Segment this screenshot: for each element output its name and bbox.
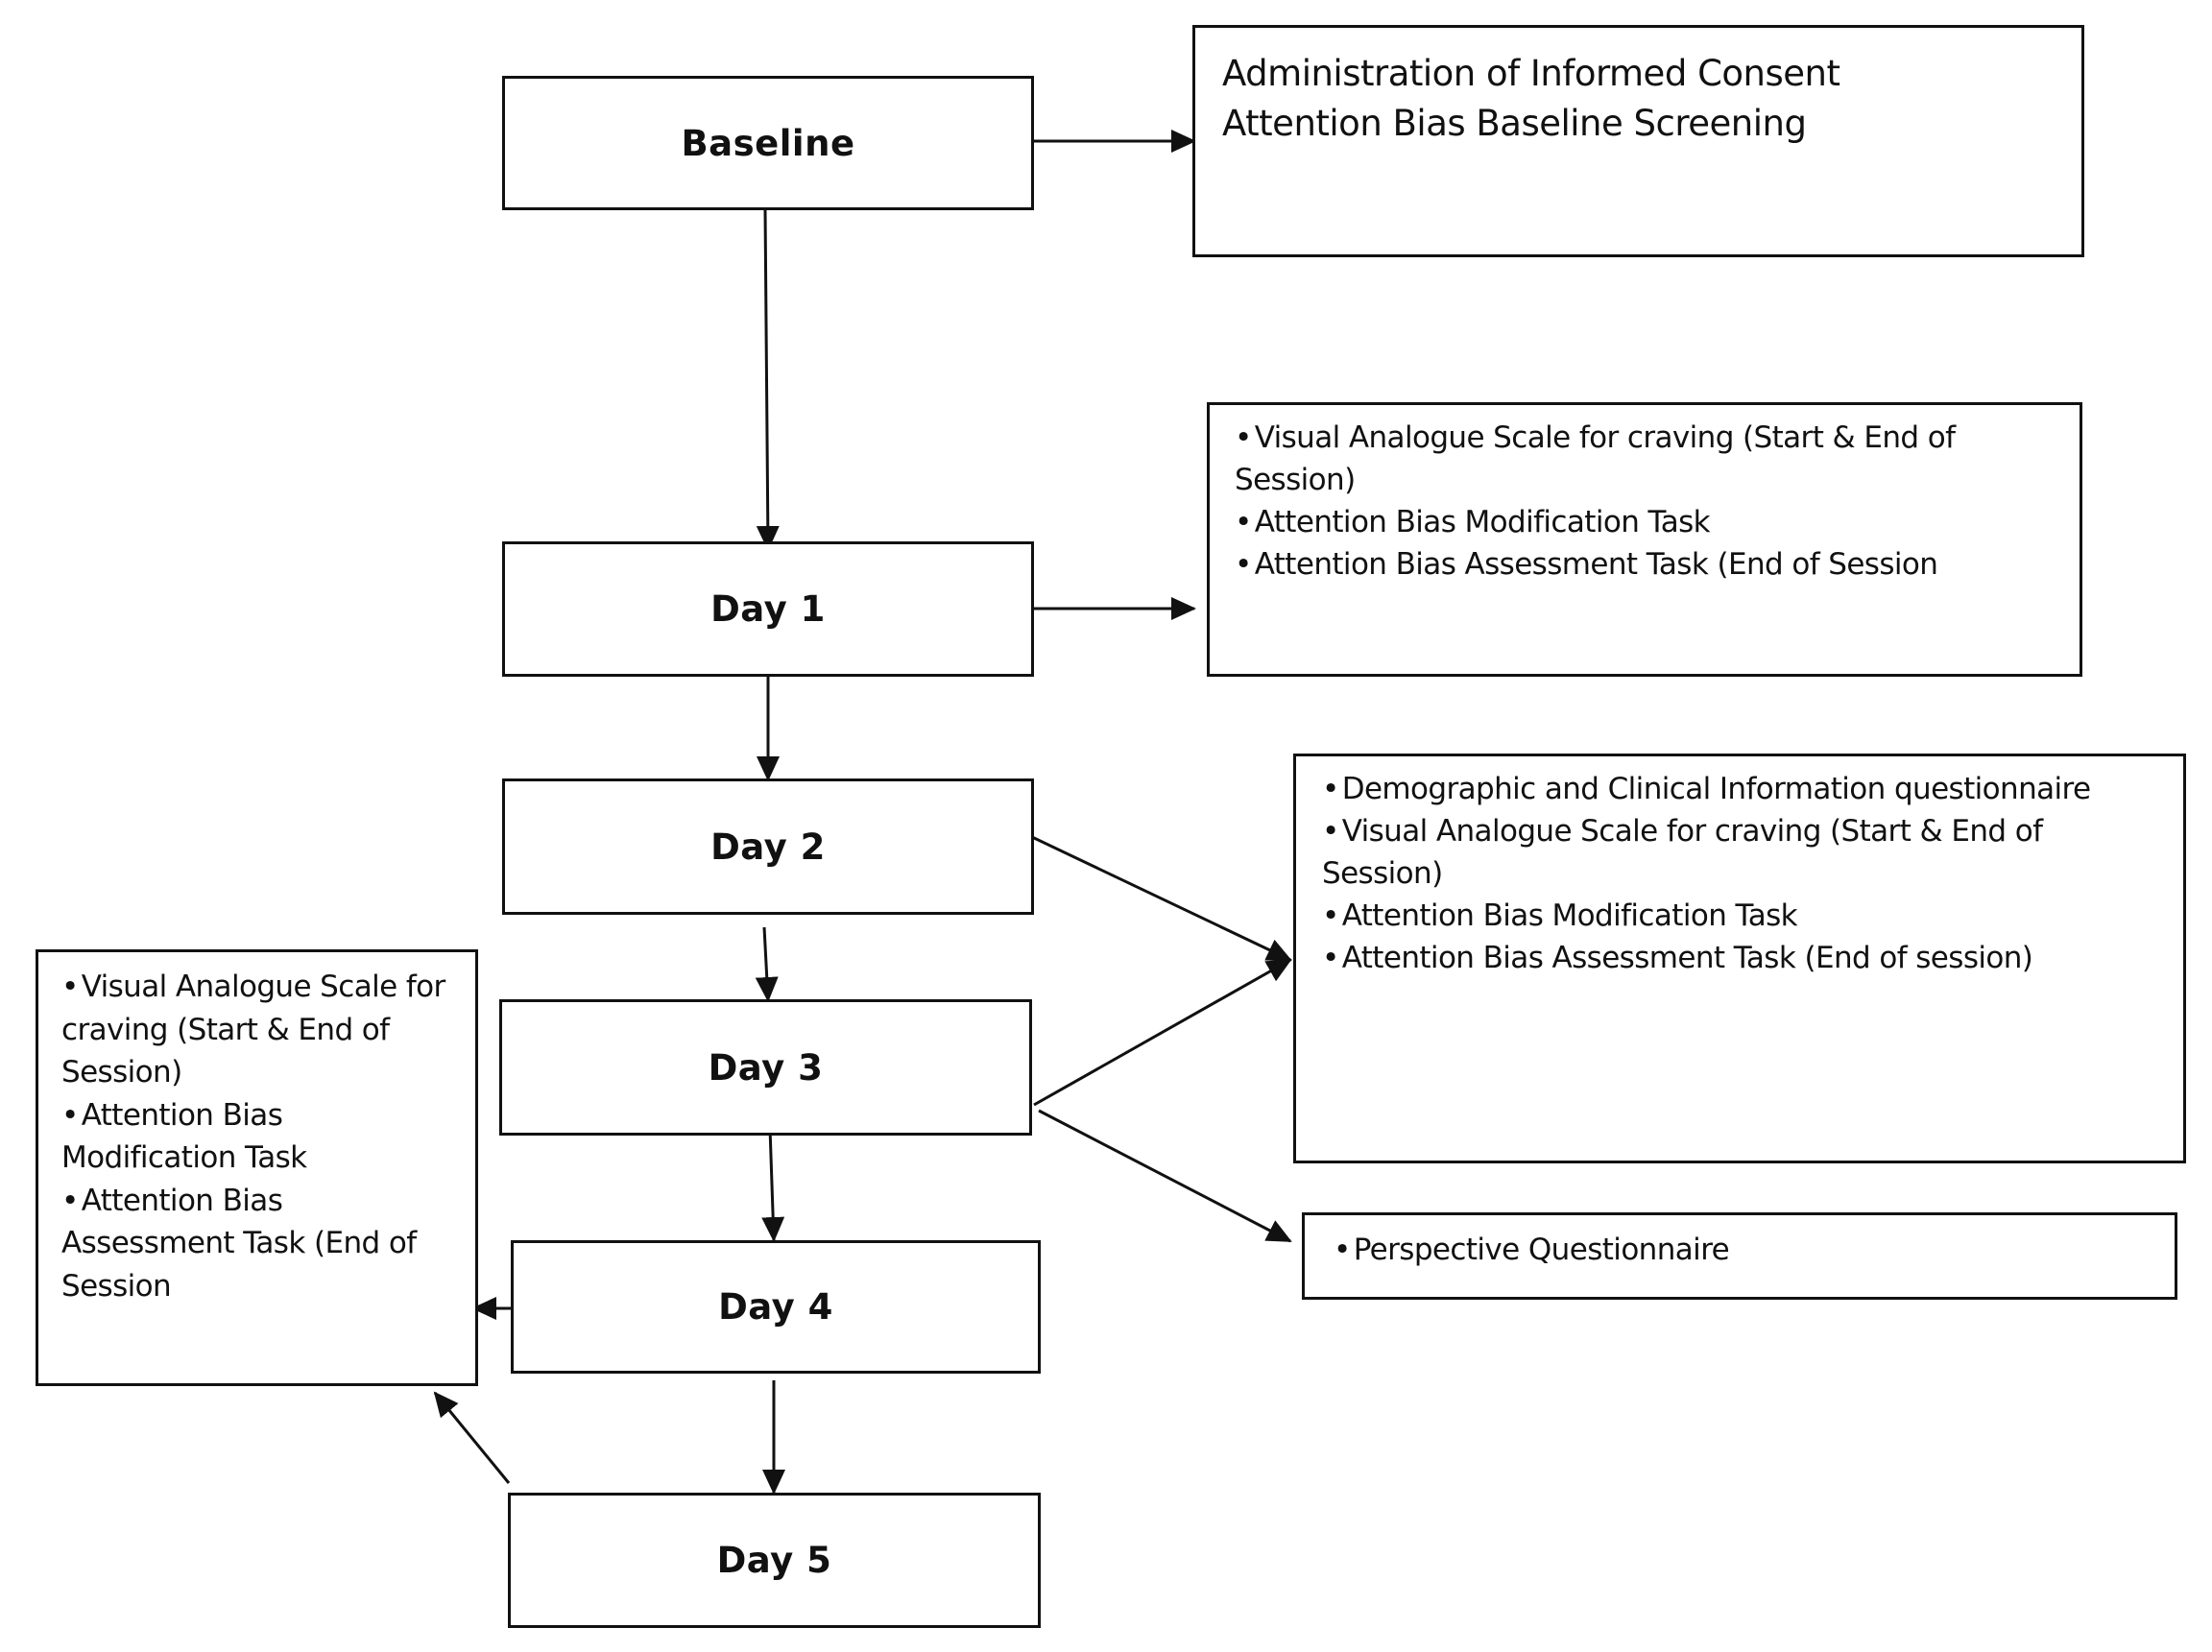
day4-day5-task-item: Attention Bias Modification Task (61, 1094, 452, 1180)
day4-day5-task-item: Attention Bias Assessment Task (End of S… (61, 1180, 452, 1308)
day1-task-item: Attention Bias Assessment Task (End of S… (1235, 543, 2055, 586)
perspective-task-item: Perspective Questionnaire (1334, 1229, 2146, 1271)
arrow-baseline-to-day1 (756, 209, 780, 551)
baseline-tasks-box: Administration of Informed Consent Atten… (1192, 25, 2084, 257)
perspective-questionnaire-box: Perspective Questionnaire (1302, 1212, 2177, 1300)
day4-node: Day 4 (511, 1240, 1041, 1374)
day4-day5-tasks-box: Visual Analogue Scale for craving (Start… (36, 949, 478, 1386)
day1-task-item: Attention Bias Modification Task (1235, 501, 2055, 543)
day4-label: Day 4 (718, 1286, 833, 1328)
baseline-label: Baseline (681, 122, 855, 164)
arrow-day3-to-day2-day3-tasks (1033, 958, 1292, 1107)
day2-day3-task-item: Attention Bias Modification Task (1322, 895, 2157, 937)
arrow-day2-to-day3 (755, 926, 779, 1002)
arrow-day5-to-day4-day5-tasks (433, 1391, 511, 1484)
day2-day3-task-item: Attention Bias Assessment Task (End of s… (1322, 937, 2157, 979)
day1-task-item: Visual Analogue Scale for craving (Start… (1235, 417, 2055, 501)
day3-node: Day 3 (499, 999, 1032, 1136)
day3-label: Day 3 (708, 1046, 824, 1089)
day2-day3-tasks-box: Demographic and Clinical Information que… (1293, 754, 2186, 1163)
baseline-node: Baseline (502, 76, 1034, 210)
arrow-day3-to-perspective (1038, 1109, 1292, 1243)
day5-node: Day 5 (508, 1493, 1041, 1628)
arrow-day3-to-day4 (761, 1127, 785, 1242)
day2-day3-task-item: Demographic and Clinical Information que… (1322, 768, 2157, 810)
day1-tasks-box: Visual Analogue Scale for craving (Start… (1207, 402, 2082, 677)
day2-node: Day 2 (502, 778, 1034, 915)
day2-label: Day 2 (710, 826, 826, 868)
arrow-day2-to-day2-day3-tasks (1031, 835, 1292, 962)
day4-day5-task-item: Visual Analogue Scale for craving (Start… (61, 966, 452, 1094)
baseline-task-line: Administration of Informed Consent (1222, 53, 1840, 94)
day2-day3-task-item: Visual Analogue Scale for craving (Start… (1322, 810, 2157, 895)
day5-label: Day 5 (716, 1540, 832, 1581)
day1-node: Day 1 (502, 541, 1034, 677)
baseline-task-line: Attention Bias Baseline Screening (1222, 103, 1807, 144)
day1-label: Day 1 (710, 588, 826, 630)
